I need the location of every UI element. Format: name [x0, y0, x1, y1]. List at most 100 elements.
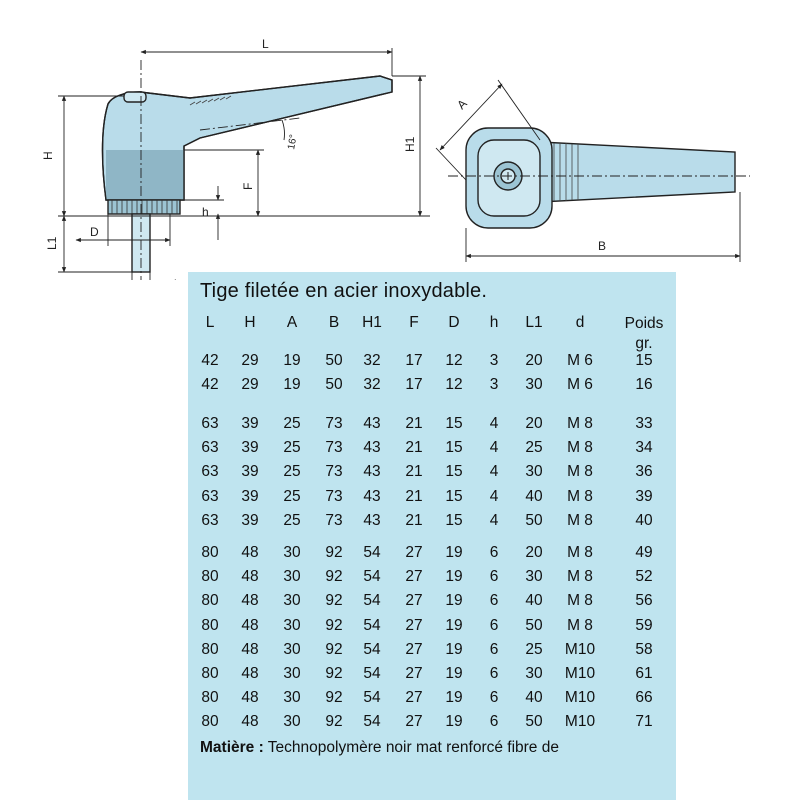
cell-col-H1: 54 — [363, 640, 381, 658]
cell-col-L: 80 — [201, 689, 219, 707]
side-view — [58, 48, 430, 280]
handle-hub — [106, 150, 184, 200]
label-h: h — [202, 205, 209, 219]
cell-col-H: 48 — [241, 713, 259, 731]
cell-col-B: 50 — [325, 352, 343, 369]
cell-col-B: 92 — [325, 568, 343, 586]
cell-col-H1: 54 — [363, 568, 381, 586]
cell-col-h: 6 — [489, 544, 499, 561]
cell-col-L: 80 — [201, 616, 219, 634]
cell-col-H1: 43 — [363, 439, 381, 457]
cell-col-H: 48 — [241, 592, 259, 610]
cell-col-A: 19 — [283, 376, 301, 394]
cell-col-A: 25 — [283, 439, 301, 457]
cell-col-H: 48 — [241, 665, 259, 682]
cell-col-L1: 30 — [525, 665, 543, 682]
cell-col-D: 15 — [445, 415, 463, 432]
cell-col-L1: 25 — [525, 439, 543, 457]
cell-col-F: 27 — [405, 592, 423, 610]
cell-col-H1: 54 — [363, 544, 381, 561]
cell-col-B: 73 — [325, 463, 343, 481]
cell-col-H1: 43 — [363, 415, 381, 432]
cell-col-A: 30 — [283, 689, 301, 707]
cell-col-h: 6 — [489, 616, 499, 634]
cell-col-L: 63 — [201, 463, 219, 481]
label-angle: 16° — [286, 134, 299, 151]
cell-col-A: 30 — [283, 665, 301, 682]
cell-col-d: M10 — [564, 689, 596, 707]
cell-col-H1: 43 — [363, 487, 381, 505]
cell-col-L1: 30 — [525, 568, 543, 586]
cell-col-H1: 54 — [363, 689, 381, 707]
cell-col-L1: 50 — [525, 616, 543, 634]
cell-col-H: 48 — [241, 568, 259, 586]
cell-col-D: 19 — [445, 616, 463, 634]
grip-ridges — [189, 95, 232, 106]
cell-col-L1: 20 — [525, 352, 543, 369]
cell-col-poids: 40 — [635, 511, 653, 529]
cell-col-h: 6 — [489, 665, 499, 682]
cell-col-L: 63 — [201, 487, 219, 505]
cell-col-B: 73 — [325, 439, 343, 457]
header-col-B: B — [328, 314, 340, 331]
top-view — [435, 79, 750, 262]
material-text: Technopolymère noir mat renforcé fibre d… — [263, 739, 559, 756]
cell-col-A: 19 — [283, 352, 301, 369]
cell-col-D: 19 — [445, 665, 463, 682]
cell-col-A: 25 — [283, 487, 301, 505]
cell-col-H1: 54 — [363, 713, 381, 731]
cell-col-F: 21 — [405, 511, 423, 529]
cell-col-H: 39 — [241, 415, 259, 432]
cell-col-d: M 6 — [567, 352, 593, 369]
cell-col-F: 27 — [405, 544, 423, 561]
label-L1: L1 — [45, 236, 59, 250]
cell-col-poids: 34 — [635, 439, 653, 457]
cell-col-L1: 50 — [525, 713, 543, 731]
cell-col-d: M 8 — [567, 544, 593, 561]
cell-col-poids: 56 — [635, 592, 653, 610]
cell-col-d: M 8 — [567, 439, 593, 457]
cell-col-B: 92 — [325, 544, 343, 561]
label-D: D — [90, 225, 99, 239]
cell-col-F: 21 — [405, 463, 423, 481]
cell-col-H: 29 — [241, 352, 259, 369]
cell-col-H: 39 — [241, 511, 259, 529]
cell-col-L: 42 — [201, 352, 219, 369]
cell-col-h: 6 — [489, 713, 499, 731]
header-col-L1: L1 — [525, 314, 543, 331]
label-L: L — [262, 37, 269, 51]
cell-col-poids: 16 — [635, 376, 653, 394]
cell-col-L1: 50 — [525, 511, 543, 529]
cell-col-poids: 66 — [635, 689, 653, 707]
cell-col-poids: 36 — [635, 463, 653, 481]
cell-col-poids: 59 — [635, 616, 653, 634]
cell-col-poids: 61 — [635, 665, 653, 682]
cell-col-B: 92 — [325, 616, 343, 634]
cell-col-H: 29 — [241, 376, 259, 394]
cell-col-A: 30 — [283, 640, 301, 658]
header-col-L: L — [205, 314, 215, 331]
cell-col-B: 92 — [325, 592, 343, 610]
cell-col-F: 27 — [405, 689, 423, 707]
top-button — [123, 91, 147, 103]
cell-col-B: 92 — [325, 665, 343, 682]
cell-col-h: 4 — [489, 439, 499, 457]
cell-col-D: 19 — [445, 713, 463, 731]
cell-col-poids: 15 — [635, 352, 653, 369]
cell-col-B: 73 — [325, 487, 343, 505]
cell-col-L: 42 — [201, 376, 219, 394]
cell-col-H1: 32 — [363, 352, 381, 369]
cell-col-H1: 54 — [363, 616, 381, 634]
cell-col-d: M10 — [564, 640, 596, 658]
spec-title: Tige filetée en acier inoxydable. — [200, 280, 488, 302]
cell-col-F: 27 — [405, 640, 423, 658]
cell-col-poids: 49 — [635, 544, 653, 561]
cell-col-D: 15 — [445, 439, 463, 457]
cell-col-L1: 20 — [525, 544, 543, 561]
cell-col-h: 6 — [489, 640, 499, 658]
cell-col-D: 12 — [445, 376, 463, 394]
cell-col-H: 39 — [241, 487, 259, 505]
cell-col-D: 19 — [445, 689, 463, 707]
cell-col-d: M 8 — [567, 415, 593, 432]
